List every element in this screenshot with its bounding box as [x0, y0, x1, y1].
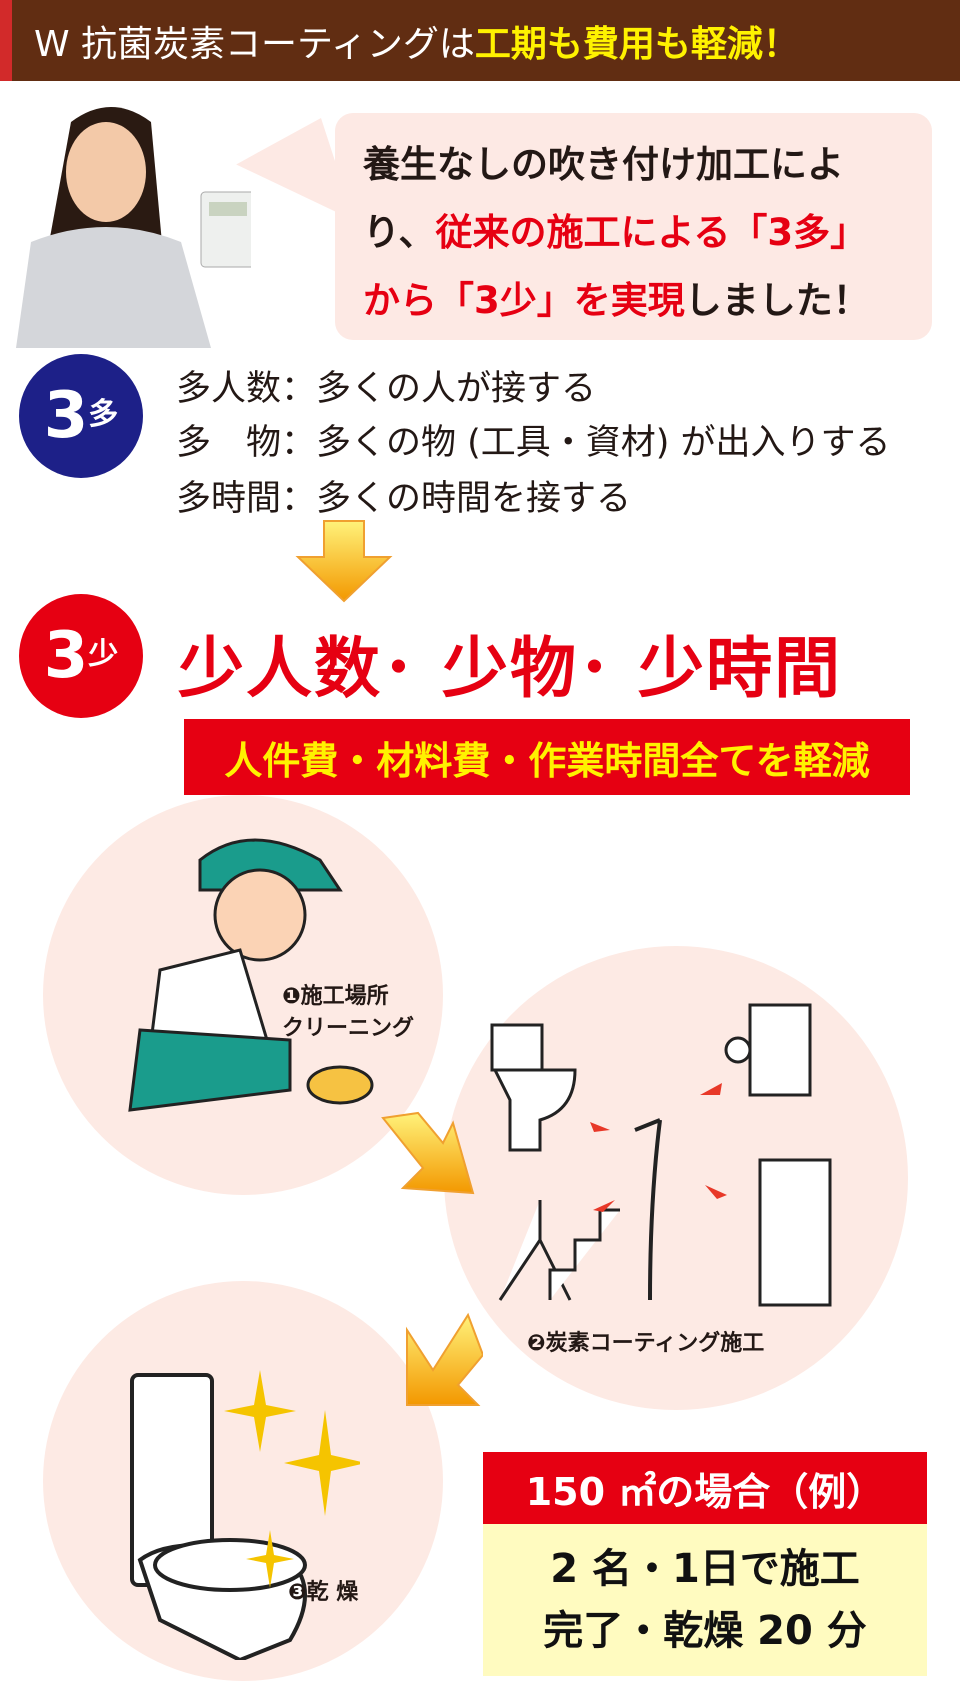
example-line-1: 2 名・1日で施工 [550, 1546, 860, 1592]
coating-targets-illustration [490, 1003, 832, 1307]
example-line-2: 完了・乾燥 20 分 [543, 1608, 867, 1654]
badge-kanji: 多 [88, 397, 119, 432]
step3-label: ❸乾 燥 [288, 1580, 359, 1605]
bubble-line-2a: り、 [363, 211, 436, 254]
header-highlight: 工期も費用も軽減！ [474, 23, 799, 65]
badge-number: 3 [43, 619, 89, 693]
down-arrow-icon [295, 520, 393, 603]
bubble-line-3b: しました！ [684, 279, 870, 322]
bubble-line-1: 養生なしの吹き付け加工によ [363, 143, 844, 186]
step1-label: ❶施工場所 [282, 984, 389, 1009]
step2-label: ❷炭素コーティング施工 [527, 1331, 765, 1356]
many-item: 多人数：多くの人が接する [176, 369, 597, 409]
woman-with-calculator-photo [16, 107, 251, 348]
arrow-left-down-icon [406, 1312, 483, 1406]
few-headline: 少人数･ 少物･ 少時間 [178, 630, 842, 707]
badge-number: 3 [43, 379, 89, 453]
step1-label-2: クリーニング [282, 1016, 415, 1041]
bubble-line-3a: から「3少」を実現 [363, 279, 685, 322]
clean-toilet-illustration [130, 1370, 360, 1660]
header-banner: W 抗菌炭素コーティングは工期も費用も軽減！ [0, 0, 960, 81]
cost-reduction-banner: 人件費・材料費・作業時間全てを軽減 [184, 719, 910, 795]
header-title: W 抗菌炭素コーティングは [34, 23, 475, 65]
many-item: 多時間：多くの時間を接する [176, 479, 632, 519]
example-body: 2 名・1日で施工 完了・乾燥 20 分 [483, 1524, 927, 1676]
badge-kanji: 少 [88, 637, 119, 672]
bubble-line-2b: 従来の施工による「3多」 [435, 211, 868, 254]
cleaning-worker-illustration [128, 838, 374, 1112]
arrow-right-down-icon [381, 1111, 475, 1195]
many-item: 多 物：多くの物 (工具・資材) が出入りする [176, 423, 891, 463]
example-title: 150 ㎡の場合（例） [483, 1452, 927, 1524]
speech-bubble: 養生なしの吹き付け加工によ り、従来の施工による「3多」 から「3少」を実現しま… [335, 113, 932, 340]
